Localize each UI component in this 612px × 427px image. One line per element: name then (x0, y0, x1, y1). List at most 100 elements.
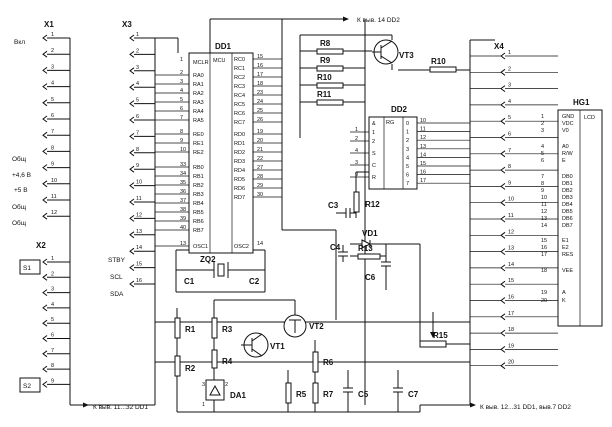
x3-pin-number: 8 (136, 147, 139, 153)
svg-text:VT2: VT2 (309, 322, 324, 331)
dd1-right-pin-label: RC4 (234, 93, 245, 99)
x4-pin-chevron (500, 150, 506, 158)
dd1-left-pin-label: RE0 (193, 132, 204, 138)
svg-text:R2: R2 (185, 364, 196, 373)
x4-pin-chevron (500, 199, 506, 207)
dd1-right-pin-label: RC6 (234, 111, 245, 117)
dd1-left-pin-number: 38 (180, 207, 186, 213)
hg1-pin-number: 20 (541, 298, 547, 304)
x4-pin-chevron (500, 215, 506, 223)
dd1-right-pin-label: RD5 (234, 177, 245, 183)
s1-label: S1 (23, 265, 31, 272)
x4-pin-number: 5 (508, 115, 511, 121)
connector-x3: X3 STBY SCL SDA (108, 20, 132, 298)
dd1-right-pin-label: RD7 (234, 195, 245, 201)
x3-pin-number: 11 (136, 196, 142, 202)
x2-pin-chevron (42, 350, 48, 358)
x2-pin-number: 4 (51, 302, 54, 308)
dd2-right-pin-number: 17 (420, 178, 426, 184)
x3-pin-chevron (129, 165, 135, 173)
svg-text:R13: R13 (358, 244, 373, 253)
sda-label: SDA (110, 291, 124, 298)
dd1-body (188, 52, 254, 254)
dd1-right-pin-label: RD4 (234, 168, 245, 174)
svg-text:C5: C5 (358, 390, 369, 399)
dd2-body (368, 116, 418, 190)
dd1-left-pin-label: RA0 (193, 73, 204, 79)
x1-pin-chevron (42, 164, 48, 172)
x3-pin-chevron (129, 231, 135, 239)
x1-pin-chevron (42, 50, 48, 58)
hg1-pin-number: 18 (541, 268, 547, 274)
dd1-left-pin-label: RB7 (193, 228, 204, 234)
x4-pin-number: 16 (508, 295, 514, 301)
dd1-right-pin-number: 26 (257, 117, 263, 123)
dd2-left-pin-label: C (372, 163, 376, 169)
x1-pin-number: 7 (51, 129, 54, 135)
hg1-pin-label: DB5 (562, 209, 573, 215)
resistor-r8: R8 (316, 39, 344, 55)
hg1-pin-label: E1 (562, 238, 569, 244)
x1-pin-number: 3 (51, 64, 54, 70)
resistor-r1: R1 (174, 308, 196, 352)
x4-pin-number: 4 (508, 99, 511, 105)
dd1-label: DD1 (215, 42, 232, 51)
dd2-left-pin-number: 2 (355, 136, 358, 142)
bottom-left-note: К выв. 11...32 DD1 (93, 404, 148, 411)
hg1-pin-number: 17 (541, 252, 547, 258)
x1-pin-chevron (42, 131, 48, 139)
dd1-left-pin-label: RE1 (193, 141, 204, 147)
dd2-left-pin-label: & (372, 121, 376, 127)
x4-pin-chevron (500, 264, 506, 272)
hg1-pin-number: 7 (541, 174, 544, 180)
x4-pin-number: 18 (508, 327, 514, 333)
hg1-pin-label: DB1 (562, 181, 573, 187)
dd1-left-pin-label: RA5 (193, 118, 204, 124)
hg1-pin-number: 19 (541, 290, 547, 296)
capacitor-c1: C1 (175, 276, 195, 286)
x1-46v-label: +4,6 В (12, 172, 31, 179)
x3-pin-chevron (129, 100, 135, 107)
x2-pin-number: 1 (51, 256, 54, 262)
dd1-left-pin-number: 9 (180, 138, 183, 144)
hg1-pin-number: 9 (541, 188, 544, 194)
resistor-r3: R3 (211, 300, 233, 350)
svg-text:R8: R8 (320, 39, 331, 48)
x4-pin-chevron (500, 52, 506, 60)
dd2-left-pin-number: 1 (355, 127, 358, 133)
x3-pin-chevron (129, 67, 135, 75)
resistor-r13: R13 (350, 244, 386, 260)
dd1-left-pin-label: RA3 (193, 100, 204, 106)
dd2-left-pin-label: 2 (372, 139, 375, 145)
dd2-left-pin-label: S (372, 151, 376, 157)
svg-text:C7: C7 (408, 390, 419, 399)
dd1-left-pin-number: 13 (180, 241, 186, 247)
x1-pin-number: 9 (51, 162, 54, 168)
dd1-left-pin-label: MCLR (193, 60, 209, 66)
x3-pin-chevron (129, 34, 135, 42)
resistor-r5: R5 (285, 370, 307, 412)
x1-pin-chevron (42, 196, 48, 204)
scl-label: SCL (110, 274, 123, 281)
x2-pin-number: 2 (51, 271, 54, 277)
capacitor-c2: C2 (249, 277, 260, 286)
x4-pin-number: 8 (508, 164, 511, 170)
x3-pin-number: 10 (136, 180, 142, 186)
hg1-pin-label: E2 (562, 245, 569, 251)
dd1-left-pin-label: RB4 (193, 201, 204, 207)
dd1-right-pin-label: RC3 (234, 84, 245, 90)
resistor-r15: R15 (419, 312, 470, 348)
dd2-right-pin-number: 16 (420, 170, 426, 176)
hg1-pin-number: 1 (541, 114, 544, 120)
x3-pin-chevron (129, 198, 135, 206)
x1-pin-number: 10 (51, 178, 57, 184)
hg1-pin-number: 8 (541, 181, 544, 187)
x1-obsch3-label: Общ (12, 219, 27, 227)
x4-pin-number: 13 (508, 246, 514, 252)
dd2-right-pin-label: 2 (406, 138, 409, 144)
hg1-pin-label: K (562, 298, 566, 304)
dd1-left-pin-number: 10 (180, 147, 186, 153)
hg1-pin-label: VDC (562, 121, 574, 127)
dd1-left-pin-number: 3 (180, 79, 183, 85)
